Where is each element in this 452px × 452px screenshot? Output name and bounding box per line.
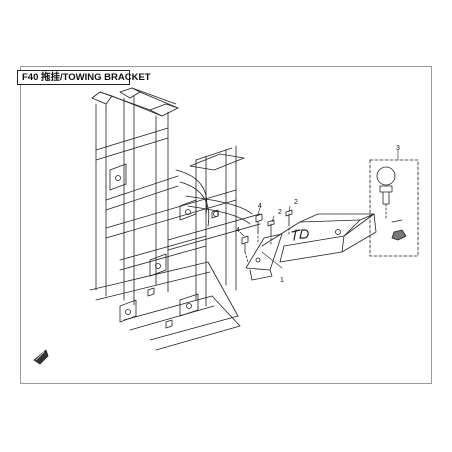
callout-4b: 4 <box>236 227 240 234</box>
front-direction-arrow-icon <box>33 349 49 365</box>
callout-4a: 4 <box>258 203 262 210</box>
callout-1: 1 <box>280 277 284 284</box>
leader-lines <box>239 149 399 269</box>
callout-2a: 2 <box>278 209 282 216</box>
nut-parts <box>241 213 263 263</box>
bolt-parts <box>267 209 293 245</box>
hitch-ball-kit <box>369 159 419 257</box>
page-title: F40 拖挂/TOWING BRACKET <box>17 70 151 85</box>
towing-bracket-part <box>245 213 377 281</box>
vehicle-frame <box>89 87 261 351</box>
callout-3: 3 <box>396 145 400 152</box>
callout-2b: 2 <box>294 199 298 206</box>
